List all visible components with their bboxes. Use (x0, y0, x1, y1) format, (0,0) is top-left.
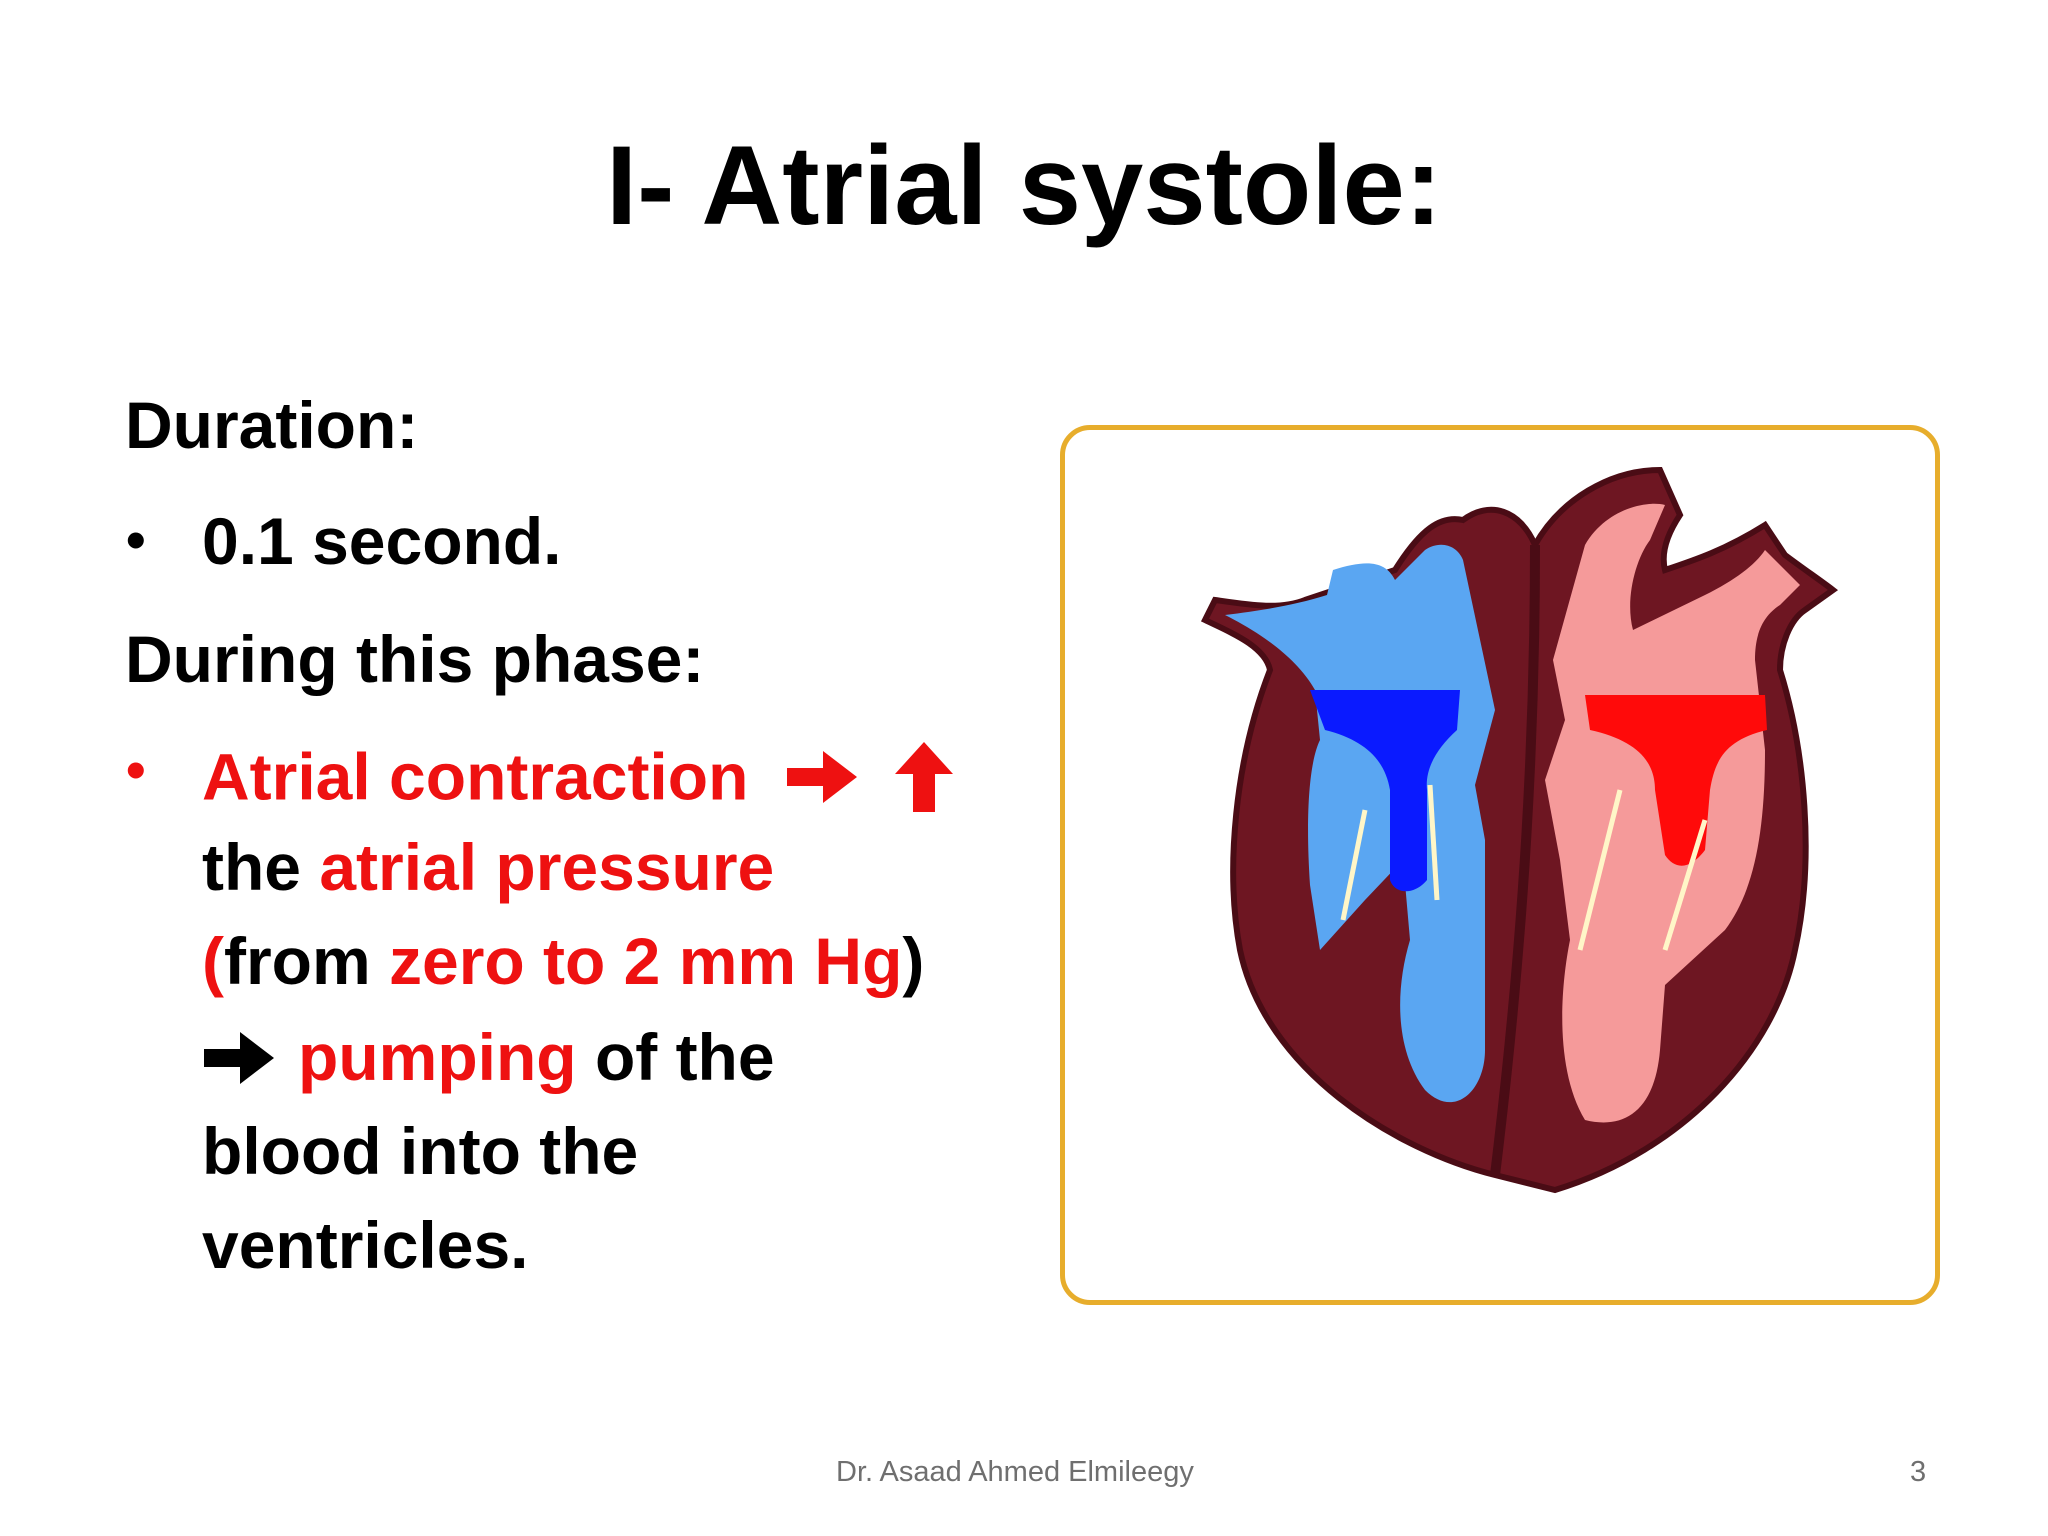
point-line-1: Atrial contraction (202, 740, 955, 824)
page-number: 3 (1910, 1456, 1927, 1488)
point-text-of-the: of the (576, 1020, 775, 1094)
duration-heading: Duration: (125, 388, 419, 462)
point-text-paren-close: ) (902, 924, 925, 998)
point-text-atrial-pressure: atrial pressure (319, 830, 775, 904)
bullet-dot: • (126, 738, 146, 801)
heart-figure-frame (1060, 425, 1940, 1305)
point-line-4: pumping of the (202, 1024, 775, 1098)
point-text-paren-open: ( (202, 924, 224, 998)
point-text-atrial-contraction: Atrial contraction (202, 739, 749, 814)
right-arrow-icon (785, 747, 859, 817)
point-text-pressure-range: zero to 2 mm Hg (388, 924, 903, 998)
slide-title: I- Atrial systole: (605, 123, 1443, 248)
heart-diagram (1200, 466, 1839, 1194)
point-line-5: blood into the (202, 1114, 639, 1188)
right-arrow-icon (202, 1028, 276, 1098)
duration-value: 0.1 second. (202, 504, 562, 578)
point-text-the: the (202, 830, 320, 904)
point-text-from: from (223, 924, 389, 998)
bullet-dot: • (126, 508, 146, 571)
point-text-pumping: pumping (298, 1020, 577, 1094)
point-line-2: the atrial pressure (202, 834, 774, 900)
up-arrow-icon (893, 740, 955, 824)
phase-heading: During this phase: (125, 622, 705, 696)
point-line-6: ventricles. (202, 1208, 529, 1282)
point-line-3: (from zero to 2 mm Hg) (202, 928, 924, 994)
footer-author: Dr. Asaad Ahmed Elmileegy (836, 1456, 1194, 1488)
